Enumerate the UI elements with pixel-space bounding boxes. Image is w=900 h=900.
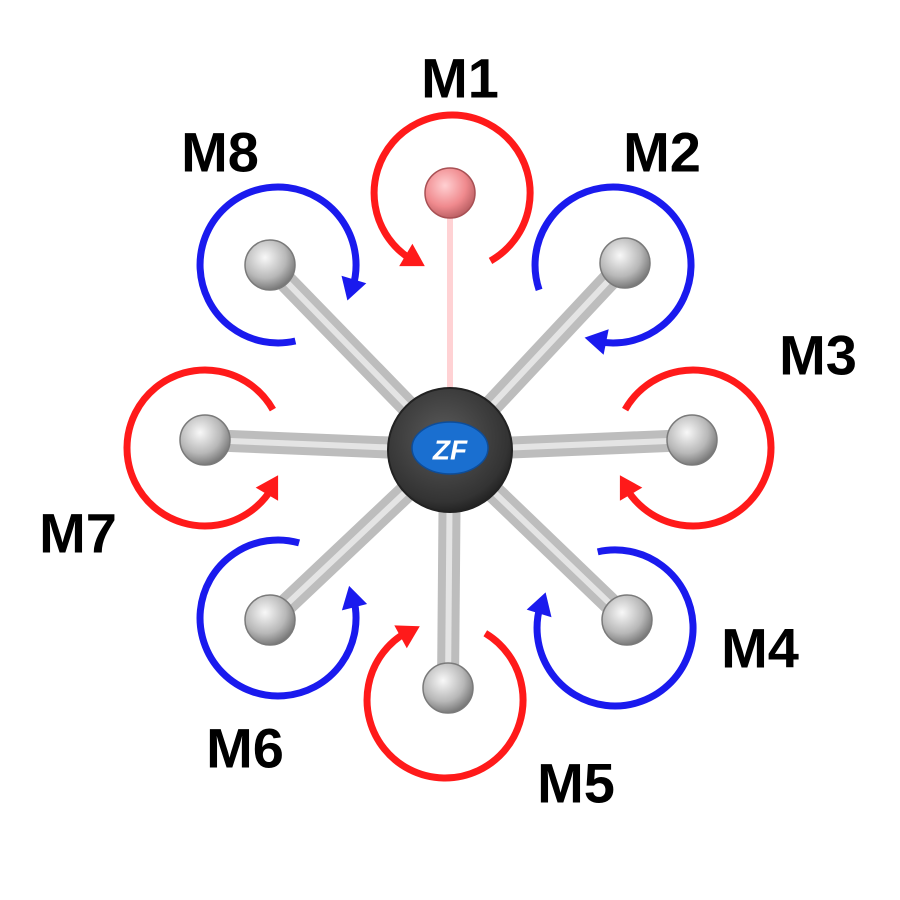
rotation-arrowhead-m7 bbox=[255, 475, 279, 501]
rotation-arrows bbox=[123, 111, 775, 782]
hub: ZF bbox=[387, 387, 513, 513]
rotation-arc-m5 bbox=[363, 628, 527, 782]
rotation-arc-m7 bbox=[123, 366, 276, 530]
motor-mount-m2 bbox=[599, 237, 651, 289]
rotation-arrowhead-m4 bbox=[526, 592, 552, 618]
rotation-arc-m2 bbox=[531, 183, 695, 347]
motor-mount-m5 bbox=[422, 662, 474, 714]
rotation-arc-m3 bbox=[622, 366, 775, 530]
motor-mount-m1 bbox=[424, 167, 476, 219]
motor-label-m1: M1 bbox=[421, 47, 499, 110]
rotation-arrowhead-m5 bbox=[394, 625, 420, 649]
rotation-arrowhead-m2 bbox=[584, 329, 609, 355]
rotation-arrowhead-m6 bbox=[341, 585, 368, 611]
logo-text: ZF bbox=[432, 435, 468, 466]
rotation-arc-m4 bbox=[533, 546, 697, 710]
motor-label-m2: M2 bbox=[623, 121, 701, 184]
rotation-arc-m1 bbox=[370, 111, 534, 264]
motor-label-m8: M8 bbox=[181, 121, 259, 184]
motor-label-m4: M4 bbox=[721, 617, 799, 680]
rotation-arc-m8 bbox=[196, 183, 360, 347]
motor-label-m7: M7 bbox=[39, 502, 117, 565]
logo-badge bbox=[411, 421, 489, 475]
rotation-arrowhead-m1 bbox=[399, 243, 425, 267]
motor-mount-m6 bbox=[244, 594, 296, 646]
motor-mount-m4 bbox=[601, 594, 653, 646]
motor-label-m5: M5 bbox=[537, 752, 615, 815]
motor-mount-m3 bbox=[666, 414, 718, 466]
motor-label-m6: M6 bbox=[206, 717, 284, 780]
rotation-arrowhead-m8 bbox=[341, 275, 367, 301]
motor-mount-m8 bbox=[244, 239, 296, 291]
motor-label-m3: M3 bbox=[779, 324, 857, 387]
motor-mount-m7 bbox=[179, 414, 231, 466]
rotation-arc-m6 bbox=[196, 536, 360, 700]
rotation-arrowhead-m3 bbox=[619, 475, 643, 501]
